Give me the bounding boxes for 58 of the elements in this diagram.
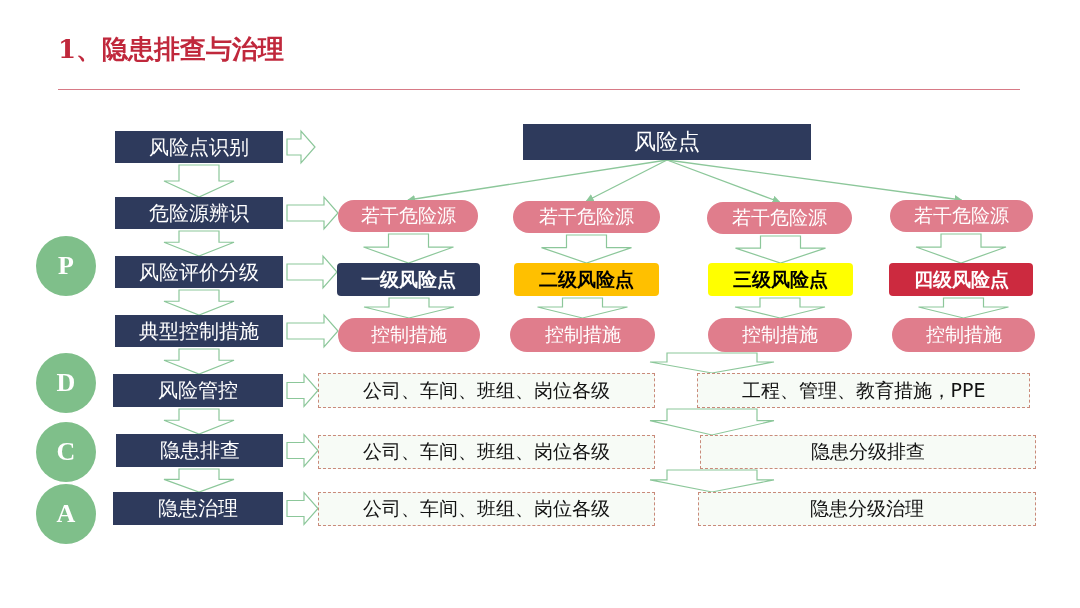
level-box: 二级风险点 [514,263,659,296]
step-box: 隐患排查 [116,434,283,467]
phase-circle: D [36,353,96,413]
measure-box: 隐患分级治理 [698,492,1036,526]
block-arrow [163,408,235,435]
block-arrow [734,235,827,264]
arrow [585,159,668,202]
level-box: 一级风险点 [337,263,480,296]
block-arrow [163,348,235,375]
measure-box: 公司、车间、班组、岗位各级 [318,373,655,408]
measure-box: 隐患分级排查 [700,435,1036,469]
block-arrow [286,490,319,527]
block-arrow [286,129,316,165]
block-arrow [917,297,1010,319]
block-arrow [734,297,826,319]
level-box: 四级风险点 [889,263,1033,296]
hazard-pill: 控制措施 [892,318,1035,352]
arrow [666,159,781,204]
hazard-pill: 若干危险源 [338,200,478,232]
measure-box: 公司、车间、班组、岗位各级 [318,435,655,469]
phase-circle: A [36,484,96,544]
block-arrow [540,234,633,264]
phase-circle: P [36,236,96,296]
arrow [666,159,963,203]
block-arrow [163,468,235,493]
block-arrow [286,195,339,231]
step-box: 典型控制措施 [115,315,283,347]
block-arrow [915,233,1007,264]
block-arrow [649,469,775,493]
block-arrow [286,313,339,349]
hazard-pill: 若干危险源 [890,200,1033,232]
block-arrow [363,297,455,319]
hazard-pill: 若干危险源 [513,201,660,233]
hazard-pill: 控制措施 [510,318,655,352]
block-arrow [649,408,775,436]
hazard-pill: 若干危险源 [707,202,852,234]
block-arrow [286,372,319,409]
block-arrow [163,230,235,257]
step-box: 隐患治理 [113,492,283,525]
measure-box: 公司、车间、班组、岗位各级 [318,492,655,526]
block-arrow [286,254,338,290]
block-arrow [536,297,629,319]
risk-point-box: 风险点 [523,124,811,160]
step-box: 风险管控 [113,374,283,407]
measure-box: 工程、管理、教育措施，PPE [697,373,1030,408]
step-box: 危险源辨识 [115,197,283,229]
step-box: 风险点识别 [115,131,283,163]
block-arrow [362,233,455,264]
title: 1、隐患排查与治理 [58,33,285,66]
level-box: 三级风险点 [708,263,853,296]
hazard-pill: 控制措施 [708,318,852,352]
block-arrow [163,164,235,198]
block-arrow [163,289,235,316]
step-box: 风险评价分级 [115,256,283,288]
block-arrow [286,432,319,469]
block-arrow [649,352,775,374]
hazard-pill: 控制措施 [338,318,480,352]
phase-circle: C [36,422,96,482]
